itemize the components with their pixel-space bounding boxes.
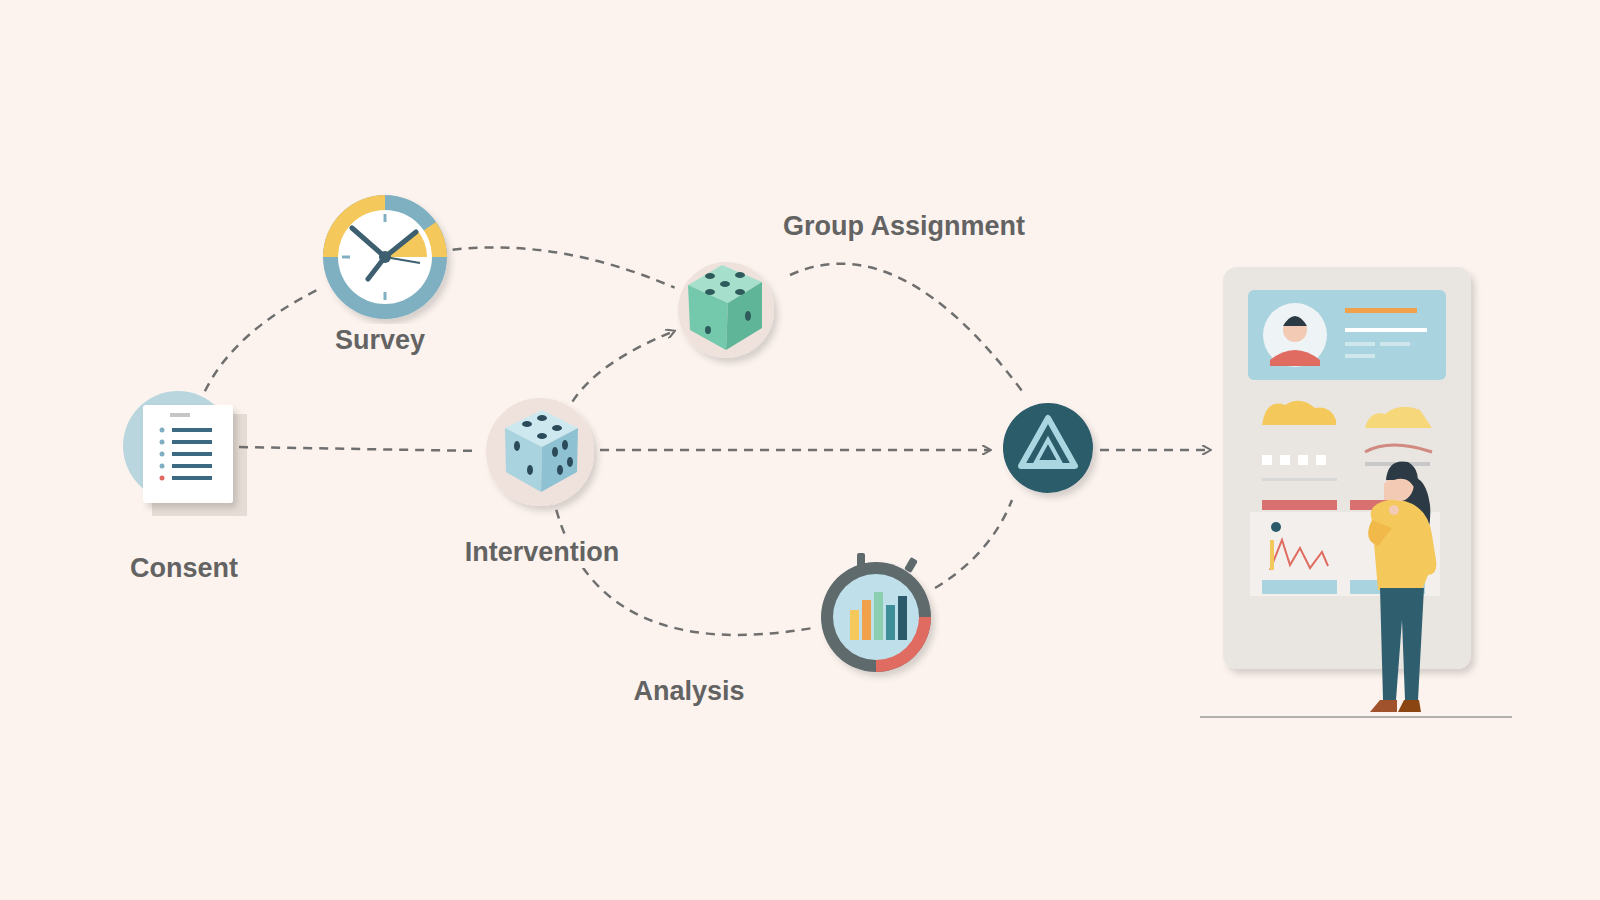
step-label: Group Assignment <box>778 210 1030 242</box>
step-label: Analysis <box>628 675 749 707</box>
step-node: Group Assignment <box>678 262 774 358</box>
dashed-connector <box>205 288 322 392</box>
woman-figure <box>1368 461 1436 712</box>
dice-icon <box>486 398 594 506</box>
step-node: Consent <box>123 391 233 501</box>
gauge-icon <box>821 553 931 672</box>
hub-icon <box>1003 403 1093 493</box>
step-node: Analysis <box>821 562 931 672</box>
dashed-connector <box>573 331 675 401</box>
step-label: Consent <box>125 552 243 584</box>
step-label: Survey <box>330 324 430 356</box>
dashboard-panel <box>1223 267 1471 669</box>
dashed-connector <box>453 247 675 287</box>
dice-icon <box>678 262 774 358</box>
ground-line <box>1200 716 1512 718</box>
dashed-connector <box>556 510 814 635</box>
clock-icon <box>323 195 447 319</box>
consent-icon <box>123 391 247 516</box>
hub-lines <box>600 264 1210 588</box>
step-node: Intervention <box>486 398 594 506</box>
dashed-connector <box>239 447 478 451</box>
step-node: Survey <box>323 195 447 319</box>
step-label: Intervention <box>460 536 625 568</box>
